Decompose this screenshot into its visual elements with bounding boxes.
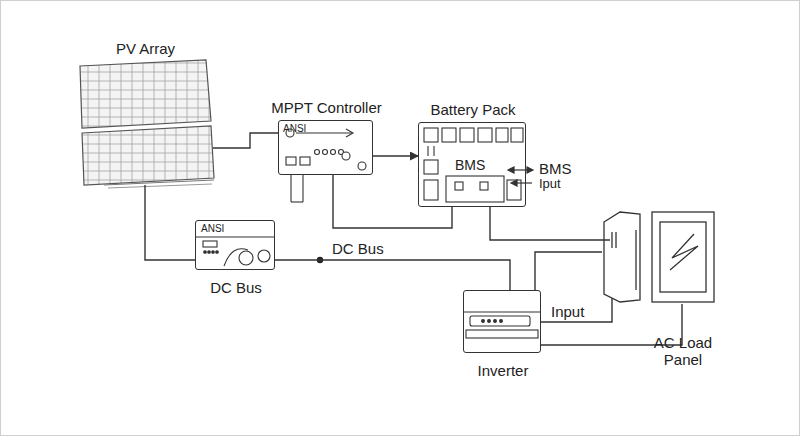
edge-label: Input — [549, 303, 586, 320]
mppt-controller: MPPT ControllerANSI — [278, 120, 373, 175]
pv-array: PV Array — [78, 62, 213, 185]
battery-cells — [424, 128, 523, 202]
wire-connector — [541, 298, 612, 322]
node-heading: AC Load Panel — [648, 334, 718, 369]
ac-panel-cabinets — [604, 212, 714, 302]
wire-connector — [373, 155, 418, 156]
pv-panels — [80, 60, 214, 188]
bus-label: DC Bus — [330, 240, 386, 257]
wire-connector — [145, 185, 195, 260]
node-heading: MPPT Controller — [271, 99, 382, 116]
node-text: ANSI — [283, 123, 306, 135]
wire-connector — [535, 252, 602, 290]
mppt-details — [286, 129, 366, 202]
node-heading: DC Bus — [210, 279, 262, 296]
inverter: Inverter — [463, 290, 541, 353]
bms-leaders — [508, 167, 533, 186]
dc-bus-details — [196, 237, 274, 266]
node-heading: PV Array — [116, 40, 175, 57]
node-heading: Battery Pack — [430, 101, 515, 118]
battery-pack: Battery PackBMS — [418, 122, 526, 207]
wire-connector — [333, 175, 452, 228]
bms-label: BMS — [537, 160, 574, 177]
node-text: ANSI — [201, 223, 224, 235]
wire-connector — [213, 133, 278, 148]
wire-connector — [275, 260, 510, 290]
dc-bus-unit: ANSIDC Bus — [195, 220, 275, 270]
node-heading: Inverter — [478, 362, 529, 379]
node-text: BMS — [455, 157, 485, 173]
port-label: Iput — [537, 177, 563, 192]
inverter-details — [463, 312, 541, 338]
wire-connector — [490, 207, 610, 240]
ac-load-panel: AC Load Panel — [598, 212, 716, 304]
